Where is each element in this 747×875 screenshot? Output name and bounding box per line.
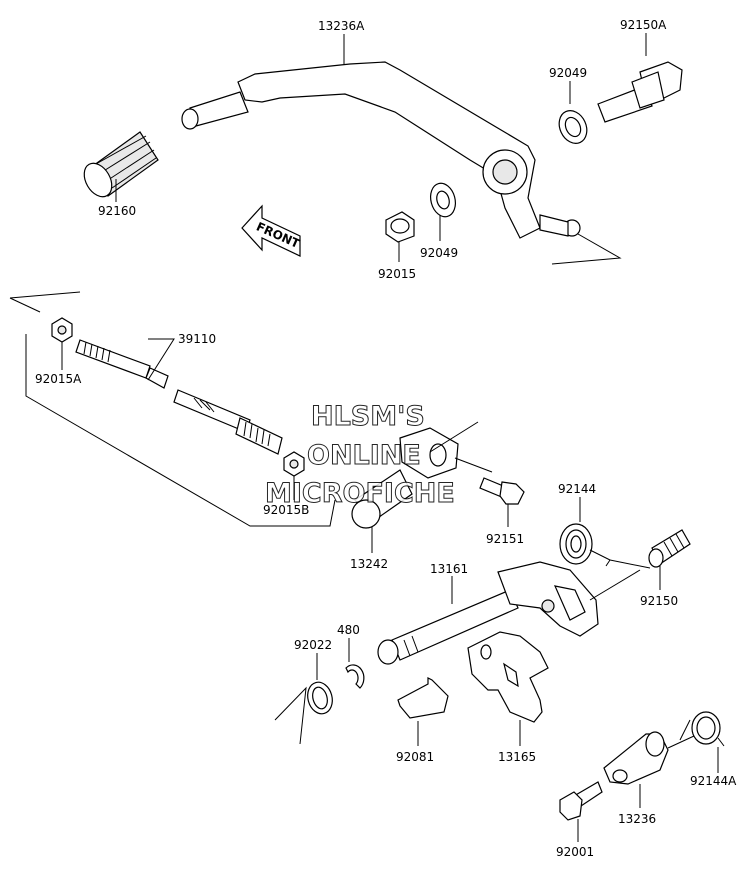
label-92081: 92081: [396, 750, 434, 764]
label-92151: 92151: [486, 532, 524, 546]
clip-92081[interactable]: [397, 677, 449, 719]
bolt-92150[interactable]: [648, 529, 691, 568]
tie-rod-39110[interactable]: [75, 339, 283, 455]
label-92015B: 92015B: [263, 503, 309, 517]
bolt-92150A[interactable]: [597, 61, 683, 123]
label-480: 480: [337, 623, 360, 637]
spring-92144[interactable]: [559, 523, 611, 567]
shift-shaft-13161[interactable]: [377, 561, 599, 665]
label-92150A: 92150A: [620, 18, 667, 32]
label-92022: 92022: [294, 638, 332, 652]
label-92001: 92001: [556, 845, 594, 859]
watermark: HLSM'S ONLINE MICROFICHE: [265, 401, 456, 510]
label-92015A: 92015A: [35, 372, 82, 386]
seal-92049-upper[interactable]: [554, 106, 592, 148]
bolt-92151[interactable]: [479, 477, 525, 505]
leader-lines: [61, 33, 719, 842]
label-39110: 39110: [178, 332, 216, 346]
label-92144: 92144: [558, 482, 596, 496]
circlip-480[interactable]: [345, 664, 365, 689]
label-13161: 13161: [430, 562, 468, 576]
pedal-rubber-92160[interactable]: [79, 131, 159, 202]
label-92049-lower: 92049: [420, 246, 458, 260]
shift-pedal-lever[interactable]: [181, 61, 581, 239]
front-direction-arrow: FRONT: [241, 204, 303, 257]
nut-92015B[interactable]: [283, 451, 305, 477]
label-92160: 92160: [98, 204, 136, 218]
spring-92144A[interactable]: [679, 711, 725, 747]
plate-13165[interactable]: [467, 631, 549, 723]
label-92015: 92015: [378, 267, 416, 281]
watermark-line1: HLSM'S: [311, 401, 425, 432]
washer-92022[interactable]: [304, 679, 335, 716]
label-92144A: 92144A: [690, 774, 737, 788]
rod-end-13242[interactable]: [351, 427, 459, 529]
watermark-line2: ONLINE: [307, 440, 421, 471]
nut-92015[interactable]: [385, 211, 415, 243]
lever-13236[interactable]: [603, 731, 669, 785]
label-92049-upper: 92049: [549, 66, 587, 80]
label-13242: 13242: [350, 557, 388, 571]
watermark-line3: MICROFICHE: [265, 478, 455, 509]
washer-92049-lower[interactable]: [427, 180, 459, 219]
label-13165: 13165: [498, 750, 536, 764]
nut-92015A[interactable]: [51, 317, 73, 343]
label-13236A: 13236A: [318, 19, 365, 33]
bolt-92001[interactable]: [559, 781, 603, 821]
label-92150: 92150: [640, 594, 678, 608]
label-13236: 13236: [618, 812, 656, 826]
